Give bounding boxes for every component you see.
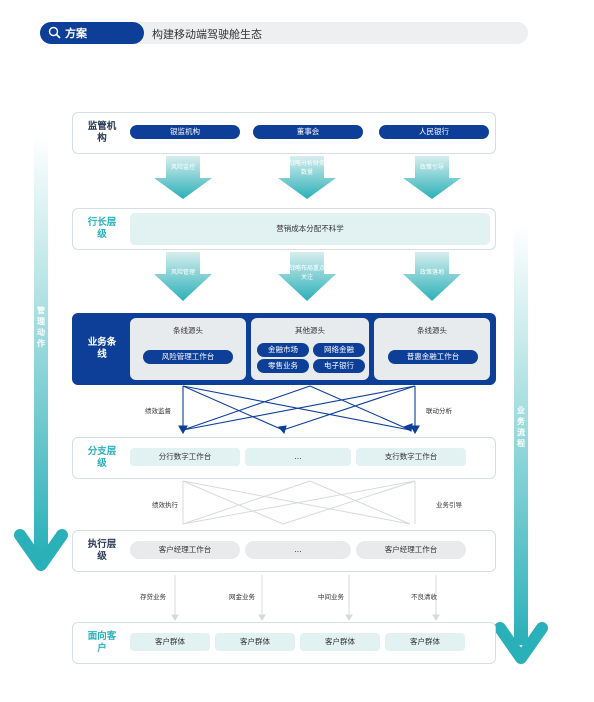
- branch-item-1: 分行数字工作台: [130, 448, 240, 466]
- right-side-arrow: [494, 225, 548, 664]
- branch-item-3: 支行数字工作台: [356, 448, 466, 466]
- exec-note-2: 网金业务: [229, 593, 255, 601]
- business-note-left: 绩效监督: [145, 407, 171, 415]
- customer-item-4: 客户群体: [385, 633, 465, 651]
- panel-1-item: 风险管理工作台: [143, 350, 233, 364]
- customer-label: 面向客户: [87, 631, 117, 654]
- president-label: 行长层级: [87, 217, 117, 240]
- arrow1-text-1: 风险监控: [170, 164, 195, 171]
- panel-3-item: 普惠金融工作台: [388, 350, 478, 364]
- president-item: 营销成本分配不科学: [130, 213, 490, 245]
- header-tag: 方案: [65, 27, 87, 40]
- left-side-label: 管理动作: [37, 306, 45, 348]
- customer-item-3: 客户群体: [300, 633, 380, 651]
- branch-note-left: 绩效执行: [152, 501, 178, 509]
- header-pill: [40, 22, 144, 44]
- exec-item-3: 客户经理工作台: [356, 541, 466, 559]
- cross-lines-business: [178, 385, 420, 435]
- regulator-label: 监管机构: [87, 121, 117, 144]
- panel-2-item-1: 金融市场: [257, 343, 309, 357]
- arrow2-text-3: 政策落地: [419, 269, 444, 276]
- panel-3-title: 条线源头: [417, 326, 447, 335]
- exec-label: 执行层级: [87, 539, 117, 562]
- exec-item-1: 客户经理工作台: [130, 541, 240, 559]
- exec-note-1: 存贷业务: [140, 593, 166, 601]
- arrow1-text-2: 战略分析财务数量: [288, 160, 325, 176]
- panel-1-title: 条线源头: [173, 326, 203, 335]
- panel-2-title: 其他源头: [295, 326, 325, 335]
- exec-note-4: 不良清收: [411, 593, 437, 601]
- panel-2-item-3: 零售业务: [257, 359, 309, 373]
- block-arrows-2: [154, 252, 461, 301]
- arrow2-text-2: 战略布局重点关注: [288, 265, 325, 281]
- arrow2-text-1: 风险管理: [170, 269, 195, 276]
- right-side-label: 业务流程: [517, 406, 525, 448]
- panel-2-item-2: 网络金融: [313, 343, 365, 357]
- cross-lines-branch: [182, 480, 416, 525]
- branch-label: 分支层级: [87, 446, 117, 469]
- regulator-item-3: 人民银行: [379, 125, 489, 139]
- block-arrows-1: [154, 156, 461, 199]
- panel-2-item-4: 电子银行: [313, 359, 365, 373]
- business-panel-3: [374, 318, 490, 380]
- header-title: 构建移动端驾驶舱生态: [152, 28, 262, 41]
- business-panel-1: [130, 318, 246, 380]
- regulator-item-2: 董事会: [253, 125, 363, 139]
- exec-connectors: [171, 575, 440, 621]
- regulator-item-1: 银监机构: [130, 125, 240, 139]
- exec-note-3: 中间业务: [318, 593, 344, 601]
- customer-item-1: 客户群体: [130, 633, 210, 651]
- left-side-arrow: [14, 135, 68, 571]
- business-label: 业务条线: [87, 337, 117, 360]
- branch-note-right: 业务引导: [436, 501, 462, 509]
- branch-item-2: ...: [245, 448, 351, 466]
- arrow1-text-3: 政策引导: [419, 164, 444, 171]
- search-icon: [48, 26, 61, 39]
- business-note-right: 联动分析: [426, 407, 452, 415]
- customer-item-2: 客户群体: [215, 633, 295, 651]
- exec-item-2: ...: [245, 541, 351, 559]
- header-bar: [40, 22, 528, 44]
